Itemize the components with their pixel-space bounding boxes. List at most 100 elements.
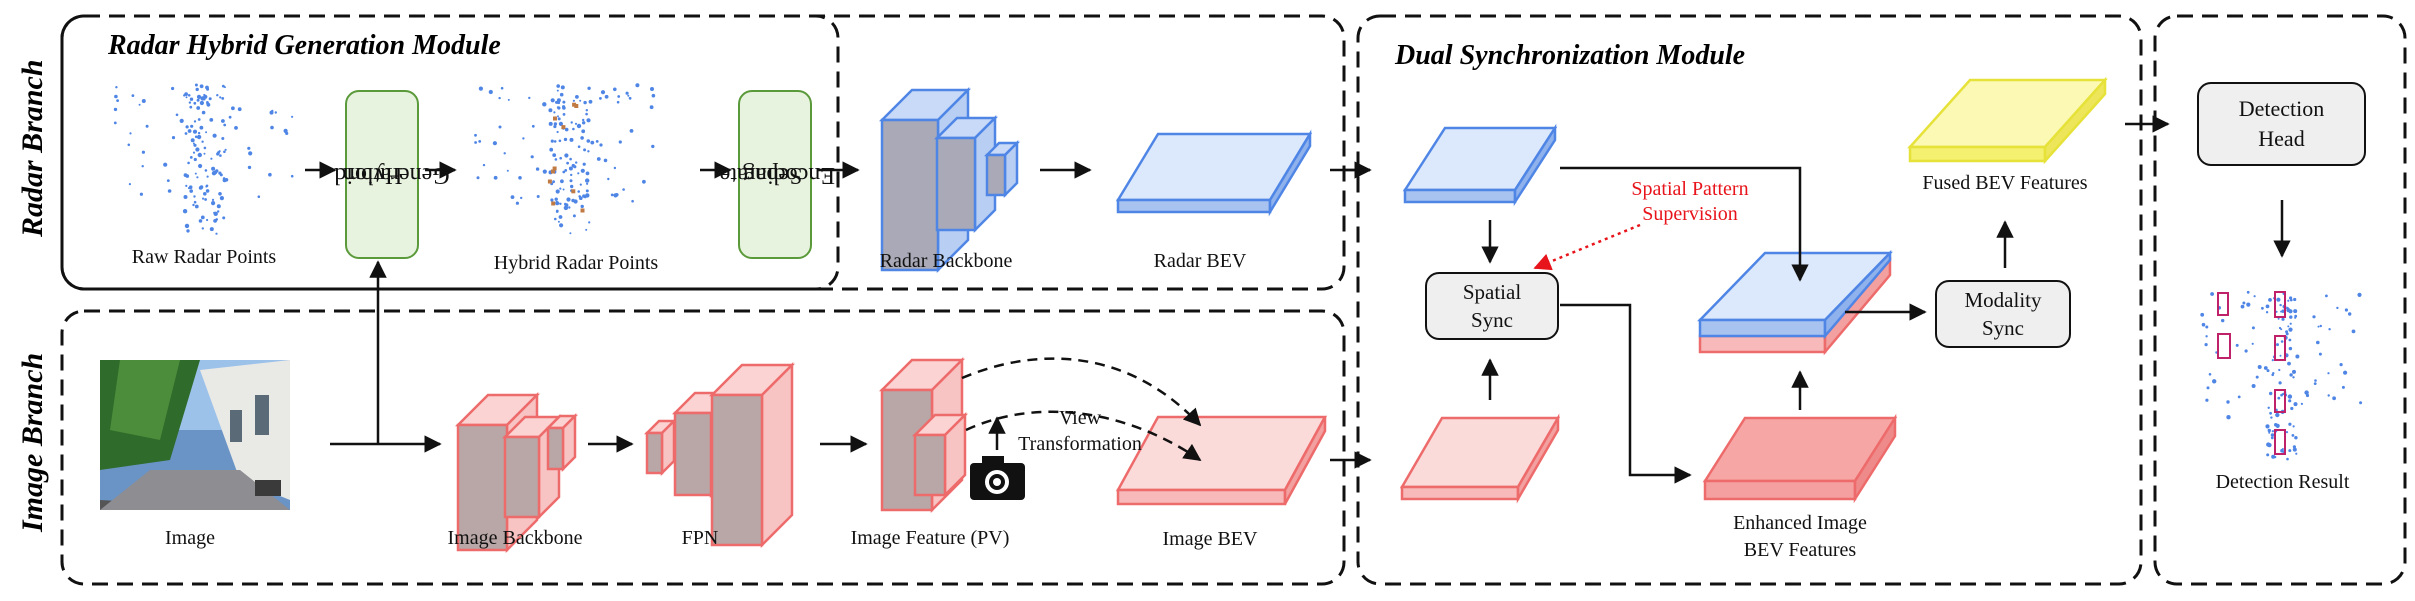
- radar-point: [198, 186, 203, 190]
- radar-point: [228, 115, 232, 119]
- radar-point: [650, 87, 654, 91]
- radar-point: [542, 169, 547, 174]
- radar-point: [203, 93, 206, 97]
- radar-point: [476, 176, 480, 180]
- radar-point: [290, 174, 294, 178]
- radar-point: [203, 192, 207, 196]
- radar-point: [192, 151, 196, 154]
- radar-point: [2276, 297, 2281, 302]
- radar-point: [196, 176, 199, 179]
- radar-point: [268, 172, 272, 177]
- radar-point: [2288, 399, 2292, 403]
- radar-point: [2257, 365, 2262, 369]
- radar-point: [585, 109, 588, 112]
- radar-point: [573, 199, 578, 204]
- radar-point: [234, 126, 238, 130]
- radar-point: [219, 173, 223, 177]
- radar-point: [2269, 391, 2273, 396]
- radar-point: [2293, 402, 2298, 407]
- spatial-pattern-label: Spatial Pattern: [1631, 178, 1749, 200]
- radar-point: [478, 140, 482, 143]
- radar-point: [2266, 369, 2270, 373]
- raw-radar-points-label: Raw Radar Points: [131, 246, 277, 268]
- radar-point: [553, 122, 558, 126]
- supervision-arrow: [1533, 223, 1641, 271]
- radar-point: [215, 232, 218, 235]
- radar-point: [2285, 431, 2289, 434]
- enhanced-image-bev-slab: [1702, 413, 1898, 504]
- radar-point: [563, 137, 568, 142]
- radar-point: [271, 109, 274, 113]
- radar-point: [2242, 301, 2246, 305]
- radar-point: [222, 216, 226, 220]
- radar-point: [193, 120, 197, 123]
- hybrid-point: [571, 189, 576, 194]
- radar-point: [145, 124, 149, 128]
- radar-point: [2314, 379, 2317, 382]
- radar-point: [553, 140, 557, 143]
- radar-point: [192, 142, 195, 145]
- radar-point: [2265, 311, 2269, 314]
- radar-point: [128, 183, 131, 186]
- radar-point: [2325, 294, 2328, 298]
- radar-point: [206, 102, 210, 106]
- radar-point: [208, 97, 212, 101]
- radar-point: [2292, 445, 2296, 449]
- radar-point: [195, 147, 200, 152]
- radar-point: [113, 107, 118, 112]
- radar-point: [2210, 292, 2215, 296]
- radar-point: [2313, 382, 2317, 385]
- radar-point: [203, 152, 206, 155]
- image-bev-slab: [1115, 415, 1328, 506]
- radar-point: [2246, 302, 2251, 307]
- radar-point: [478, 86, 483, 91]
- radar-point: [203, 146, 207, 150]
- radar-point: [192, 203, 195, 207]
- radar-point: [2267, 406, 2270, 409]
- radar-point: [189, 156, 193, 159]
- radar-point: [198, 219, 203, 223]
- radar-point: [189, 97, 194, 101]
- radar-point: [216, 204, 221, 209]
- fused-bev-slab: [1907, 76, 2108, 165]
- radar-point: [554, 197, 558, 201]
- radar-point: [190, 138, 195, 143]
- radar-point: [535, 167, 540, 171]
- radar-point: [562, 113, 566, 116]
- detection-head-box: Detection Head: [2197, 82, 2366, 166]
- radar-branch-frame: [60, 14, 1346, 291]
- hybrid-point: [551, 201, 556, 206]
- radar-point: [618, 140, 622, 144]
- radar-point: [507, 98, 510, 101]
- radar-point: [2304, 390, 2309, 395]
- radar-point: [195, 87, 199, 92]
- radar-point: [579, 99, 582, 102]
- radar-point: [2319, 324, 2322, 328]
- radar-point: [219, 196, 224, 201]
- radar-point: [2279, 354, 2282, 357]
- radar-point: [257, 195, 261, 198]
- radar-point: [2235, 343, 2239, 347]
- radar-point: [211, 166, 216, 171]
- hybrid-point: [580, 208, 585, 213]
- modality-sync-box: Modality Sync: [1935, 280, 2071, 348]
- radar-point: [2287, 299, 2290, 302]
- radar-point: [2268, 298, 2272, 302]
- radar-point: [201, 110, 206, 115]
- dsm-image-bev-slab: [1399, 413, 1561, 504]
- radar-point: [577, 145, 581, 148]
- radar-point: [2289, 322, 2292, 325]
- radar-point: [223, 150, 226, 154]
- radar-point: [582, 194, 586, 198]
- radar-point: [2294, 436, 2298, 440]
- radar-point: [492, 141, 497, 146]
- radar-point: [2288, 338, 2292, 342]
- radar-point: [189, 189, 193, 193]
- radar-point: [2294, 314, 2298, 318]
- radar-point: [2318, 352, 2322, 356]
- radar-point: [557, 220, 560, 223]
- radar-point: [221, 137, 225, 140]
- fused-bev-features-label: Fused BEV Features: [1922, 172, 2088, 194]
- radar-point: [604, 94, 609, 99]
- radar-point: [2267, 428, 2271, 433]
